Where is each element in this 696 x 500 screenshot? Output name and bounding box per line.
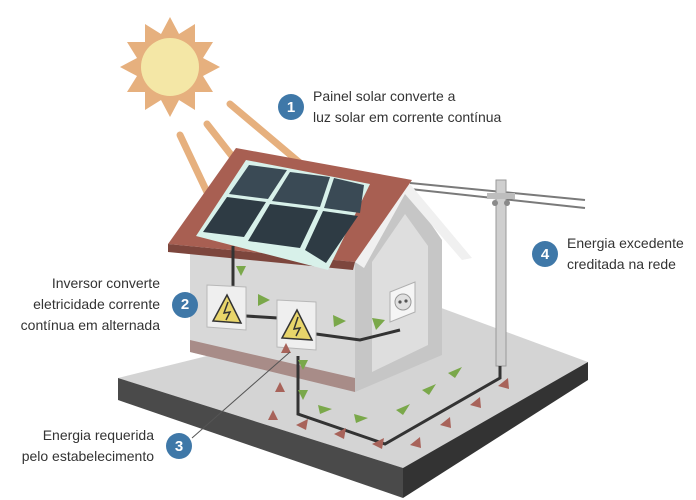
power-outlet-icon (389, 281, 416, 323)
callout-4-line-1: Energia excedente (567, 235, 684, 251)
callout-4-badge: 4 (532, 241, 558, 267)
inverter-box-1 (206, 284, 247, 331)
callout-energy-required: Energia requerida pelo estabelecimento 3 (0, 425, 192, 467)
callout-solar-panel: 1 Painel solar converte a luz solar em c… (278, 86, 501, 128)
callout-4-line-2: creditada na rede (567, 256, 676, 272)
sun-icon (120, 17, 220, 117)
red-flow-arrows (268, 343, 509, 449)
callout-inverter: Inversor converte eletricidade corrente … (0, 273, 198, 336)
wiring (231, 246, 502, 446)
callout-3-line-2: pelo estabelecimento (21, 448, 154, 464)
callout-3-badge: 3 (166, 433, 192, 459)
solar-panel (196, 160, 370, 270)
callout-1-badge: 1 (278, 94, 304, 120)
callout-3-leader (191, 351, 291, 439)
green-flow-arrows (236, 266, 462, 423)
callout-2-line-3: contínua em alternada (20, 317, 160, 333)
callout-excess-energy: 4 Energia excedente creditada na rede (532, 233, 684, 275)
callout-2-line-1: Inversor converte (51, 275, 160, 291)
callout-2-badge: 2 (172, 291, 198, 318)
high-voltage-icon (276, 299, 317, 351)
callout-3-line-1: Energia requerida (42, 427, 154, 443)
callout-2-line-2: eletricidade corrente (33, 296, 160, 312)
callout-1-line-2: luz solar em corrente contínua (313, 109, 502, 125)
callout-1-line-1: Painel solar converte a (313, 88, 456, 104)
